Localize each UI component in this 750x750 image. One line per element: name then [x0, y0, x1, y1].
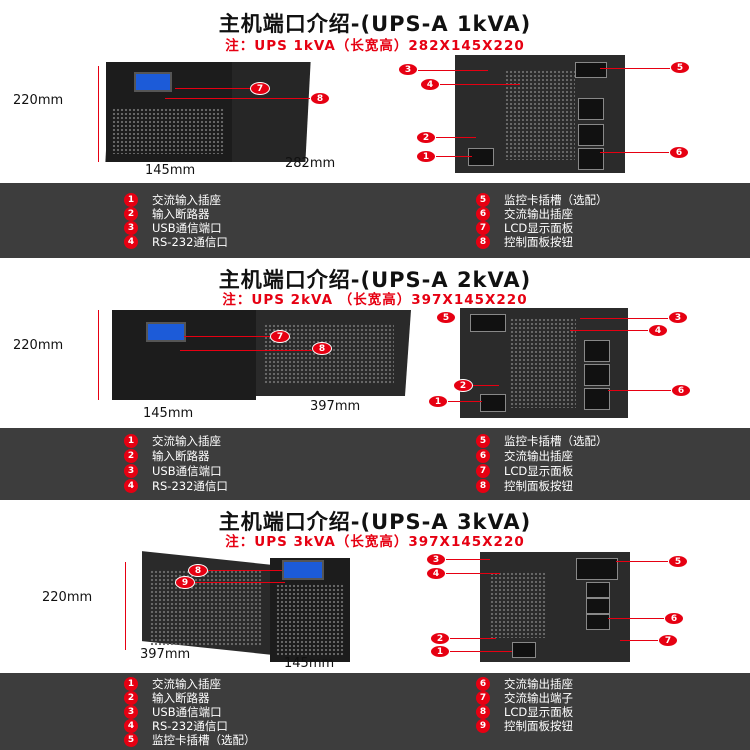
- lcd-panel: [134, 72, 172, 92]
- callout-badge: 7: [270, 330, 290, 343]
- callout-badge: 3: [426, 553, 446, 566]
- lcd-panel: [146, 322, 186, 342]
- callout-badge: 2: [430, 632, 450, 645]
- callout-badge: 6: [669, 146, 689, 159]
- callout-badge: 2: [416, 131, 436, 144]
- callout-badge: 2: [453, 379, 473, 392]
- width-dimension: 145mm: [145, 163, 196, 178]
- dimension-note: 注：UPS 2kVA （长宽高）397X145X220: [222, 292, 528, 308]
- callout-badge: 6: [664, 612, 684, 625]
- dimension-note: 注：UPS 3kVA（长宽高）397X145X220: [225, 534, 525, 550]
- width-dimension: 145mm: [143, 406, 194, 421]
- callout-badge: 3: [668, 311, 688, 324]
- height-dimension: 220mm: [13, 338, 64, 353]
- section-title: 主机端口介绍-(UPS-A 1kVA): [218, 12, 532, 36]
- lcd-panel: [282, 560, 324, 580]
- depth-dimension: 397mm: [140, 647, 191, 662]
- callout-badge: 5: [668, 555, 688, 568]
- callout-badge: 9: [175, 576, 195, 589]
- height-dimension: 220mm: [13, 93, 64, 108]
- section-1kva: 主机端口介绍-(UPS-A 1kVA) 注：UPS 1kVA（长宽高）282X1…: [0, 0, 750, 258]
- callout-badge: 7: [658, 634, 678, 647]
- section-title: 主机端口介绍-(UPS-A 3kVA): [218, 510, 532, 534]
- callout-badge: 3: [398, 63, 418, 76]
- callout-badge: 7: [250, 82, 270, 95]
- section-title: 主机端口介绍-(UPS-A 2kVA): [218, 268, 532, 292]
- width-dimension: 145mm: [284, 656, 335, 671]
- callout-badge: 5: [670, 61, 690, 74]
- section-3kva: 主机端口介绍-(UPS-A 3kVA) 注：UPS 3kVA（长宽高）397X1…: [0, 500, 750, 750]
- dimension-note: 注：UPS 1kVA（长宽高）282X145X220: [225, 38, 525, 54]
- callout-badge: 8: [310, 92, 330, 105]
- callout-badge: 1: [416, 150, 436, 163]
- callout-badge: 4: [648, 324, 668, 337]
- callout-badge: 8: [312, 342, 332, 355]
- section-2kva: 主机端口介绍-(UPS-A 2kVA) 注：UPS 2kVA （长宽高）397X…: [0, 258, 750, 500]
- callout-badge: 1: [430, 645, 450, 658]
- callout-badge: 6: [671, 384, 691, 397]
- depth-dimension: 282mm: [285, 156, 336, 171]
- callout-badge: 8: [188, 564, 208, 577]
- callout-badge: 4: [426, 567, 446, 580]
- depth-dimension: 397mm: [310, 399, 361, 414]
- callout-badge: 1: [428, 395, 448, 408]
- callout-badge: 5: [436, 311, 456, 324]
- height-dimension: 220mm: [42, 590, 93, 605]
- callout-badge: 4: [420, 78, 440, 91]
